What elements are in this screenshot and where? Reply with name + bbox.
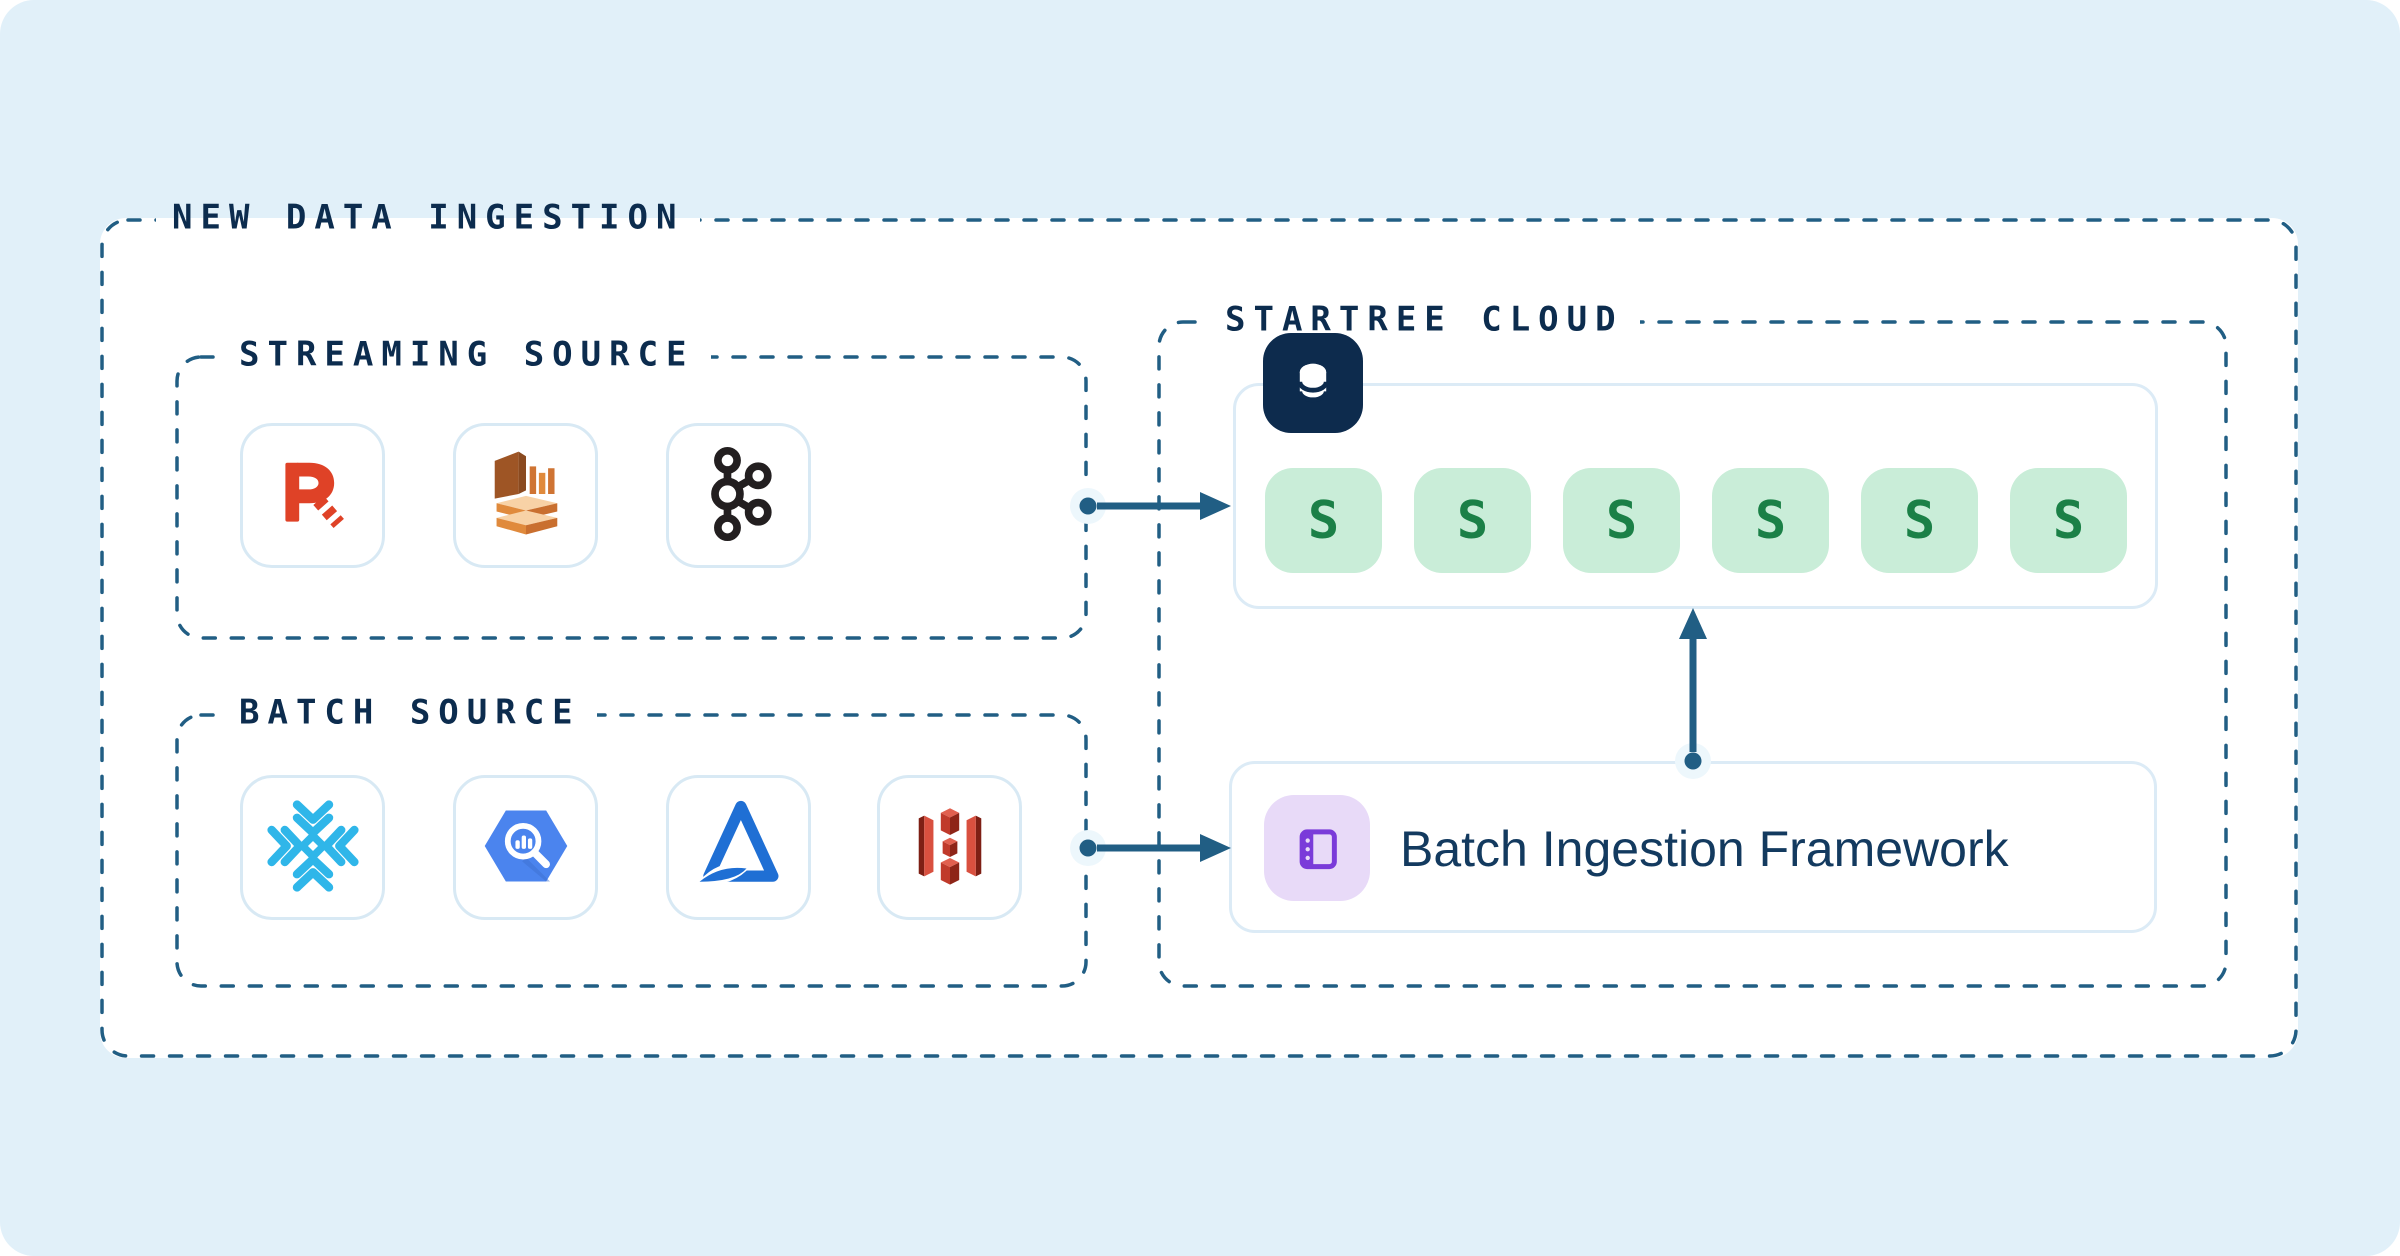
apache-kafka-tile [666,423,811,568]
amazon-kinesis-tile [453,423,598,568]
dashed-border [100,218,2298,1058]
delta-lake-tile [666,775,811,920]
pinot-database-icon [1263,333,1363,433]
snowflake-icon [266,799,360,897]
redpanda-icon [267,448,359,544]
server-label: S [1903,490,1936,551]
apache-kafka-icon [691,446,787,546]
server-box: S [1414,468,1531,573]
google-bigquery-tile [453,775,598,920]
google-bigquery-icon [478,798,574,898]
server-box: S [1563,468,1680,573]
server-box: S [1712,468,1829,573]
server-label: S [2052,490,2085,551]
server-label: S [1456,490,1489,551]
streaming-source-label: STREAMING SOURCE [223,332,711,378]
startree-cloud-label: STARTREE CLOUD [1209,297,1640,343]
amazon-s3-icon [904,800,996,896]
amazon-s3-tile [877,775,1022,920]
server-box: S [2010,468,2127,573]
dashed-border [1157,320,2228,988]
server-label: S [1754,490,1787,551]
redpanda-tile [240,423,385,568]
batch-ingestion-framework-card [1229,761,2157,933]
server-label: S [1605,490,1638,551]
server-box: S [1265,468,1382,573]
batch-source-box: BATCH SOURCE [175,690,1088,988]
server-box: S [1861,468,1978,573]
batch-ingestion-icon [1264,795,1370,901]
batch-source-label: BATCH SOURCE [223,690,597,736]
server-card [1233,383,2158,609]
delta-lake-icon [692,799,786,897]
streaming-source-box: STREAMING SOURCE [175,332,1088,640]
server-label: S [1307,490,1340,551]
startree-cloud-box: STARTREE CLOUD [1157,297,2228,988]
batch-ingestion-framework-label: Batch Ingestion Framework [1400,821,2009,877]
amazon-kinesis-icon [480,448,572,544]
new-data-ingestion-label: NEW DATA INGESTION [156,195,701,241]
snowflake-tile [240,775,385,920]
